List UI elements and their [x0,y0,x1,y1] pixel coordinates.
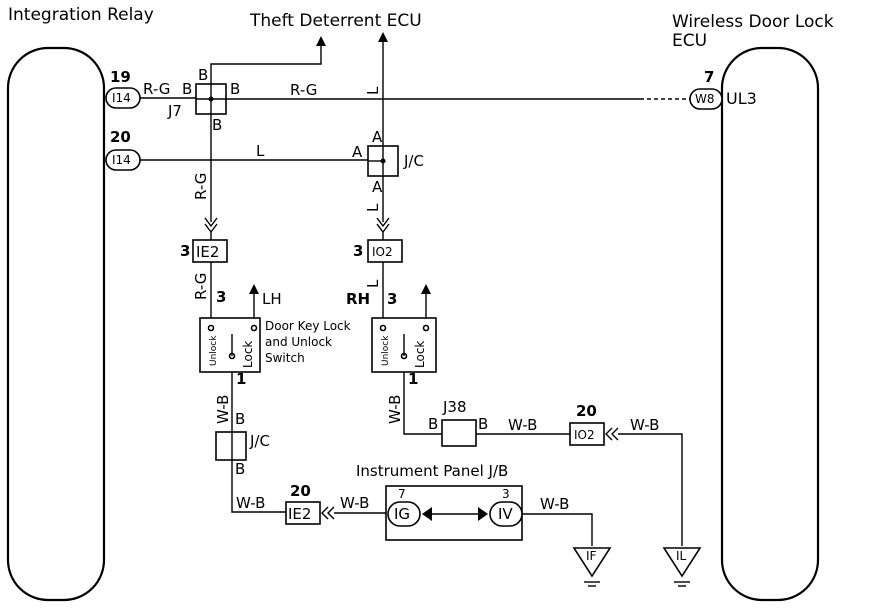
junction-j38-label: J38 [442,398,467,416]
wire-b-j7-bottom: B [212,116,222,134]
pin-3-ie2-top: 3 [180,242,190,260]
switch-rh-pin-3: 3 [387,290,397,308]
terminal-ul3: UL3 [726,89,757,108]
switch-lh-label: LH [262,290,282,308]
wire-l-vertical-2: L [364,279,382,288]
ground-if-label: IF [586,549,597,563]
connector-io2-bottom [569,422,605,446]
ground-il-label: IL [676,549,687,563]
pin-20-ie2-bottom: 20 [290,482,311,500]
wire-wb-lh-vertical: W-B [214,395,232,424]
ip-jb-terminal-iv-label: IV [498,505,513,523]
switch-name-2: and Unlock [265,335,332,349]
wire-rg-1: R-G [143,80,170,98]
wire-b-j38-right: B [478,415,488,433]
ground-il-symbol [662,547,702,578]
wireless-ecu-box [720,46,820,602]
pin-19: 19 [110,68,131,86]
connector-i14-top-label: I14 [112,91,131,105]
switch-lh-unlock: Unlock [209,335,219,366]
wire-a-left: A [352,143,363,161]
wire-b-jc-lower-top: B [235,410,245,428]
wire-wb-iv-right: W-B [540,495,569,513]
switch-rh-unlock: Unlock [381,335,391,366]
wire-b-j7-right: B [230,80,240,98]
junction-j7-label: J7 [167,102,182,120]
junction-j38 [441,419,477,447]
ip-jb-terminal-ig-label: IG [394,505,410,523]
wire-wb-bottom-2: W-B [340,494,369,512]
connector-io2-top [367,239,403,263]
integration-relay-label: Integration Relay [8,5,154,25]
pin-7-w8: 7 [704,68,714,86]
pin-20-top: 20 [110,128,131,146]
wire-wb-bottom-1: W-B [236,494,265,512]
wire-rg-vertical-2: R-G [192,273,210,300]
pin-3-io2-top: 3 [353,242,363,260]
switch-lh-pin-3: 3 [216,288,226,306]
connector-io2-top-label: IO2 [372,245,393,259]
junction-jc-lower-label: J/C [249,432,270,450]
integration-relay-box [6,46,106,602]
junction-jc-upper-label: J/C [403,152,424,170]
switch-lh-pin-1: 1 [236,370,246,388]
wire-l-top: L [364,86,382,95]
connector-ie2-bottom [285,501,321,525]
wire-l-vertical-1: L [364,203,382,212]
wire-rg-vertical-1: R-G [192,173,210,200]
wireless-ecu-label-1: Wireless Door Lock [672,12,834,32]
switch-rh-lock: Lock [413,341,427,368]
ground-if-symbol [572,547,612,578]
connector-io2-bottom-label: IO2 [574,428,595,442]
wire-b-jc-lower-bottom: B [235,460,245,478]
pin-20-io2-bottom: 20 [576,402,597,420]
switch-name-3: Switch [265,351,305,365]
switch-rh-pin-1: 1 [408,370,418,388]
ip-jb-label: Instrument Panel J/B [356,462,508,480]
wire-wb-rh-vertical: W-B [386,395,404,424]
ip-jb-terminal-ig [387,501,421,527]
wire-l-row20: L [256,142,265,160]
wire-b-j7-left: B [182,80,192,98]
junction-jc-lower [215,431,247,461]
wire-b-j38-left: B [428,415,438,433]
wire-wb-io2-right: W-B [630,416,659,434]
switch-rh-label: RH [346,290,370,308]
wire-rg-2: R-G [290,81,317,99]
wire-a-bottom: A [372,178,383,196]
wire-wb-j38-right: W-B [508,416,537,434]
connector-w8 [689,88,723,110]
wire-b-j7-top: B [198,66,208,84]
iv-pin: 3 [502,487,510,501]
connector-ie2-bottom-label: IE2 [288,505,311,523]
theft-ecu-label: Theft Deterrent ECU [249,11,422,31]
switch-name-1: Door Key Lock [265,319,351,333]
connector-i14-bottom-label: I14 [112,153,131,167]
wire-a-top: A [372,128,383,146]
connector-ie2-top-label: IE2 [196,243,219,261]
wireless-ecu-label-2: ECU [672,31,707,51]
switch-lh-lock: Lock [241,341,255,368]
connector-w8-label: W8 [695,92,715,106]
ig-pin: 7 [398,487,406,501]
connector-ie2-top [192,239,228,263]
